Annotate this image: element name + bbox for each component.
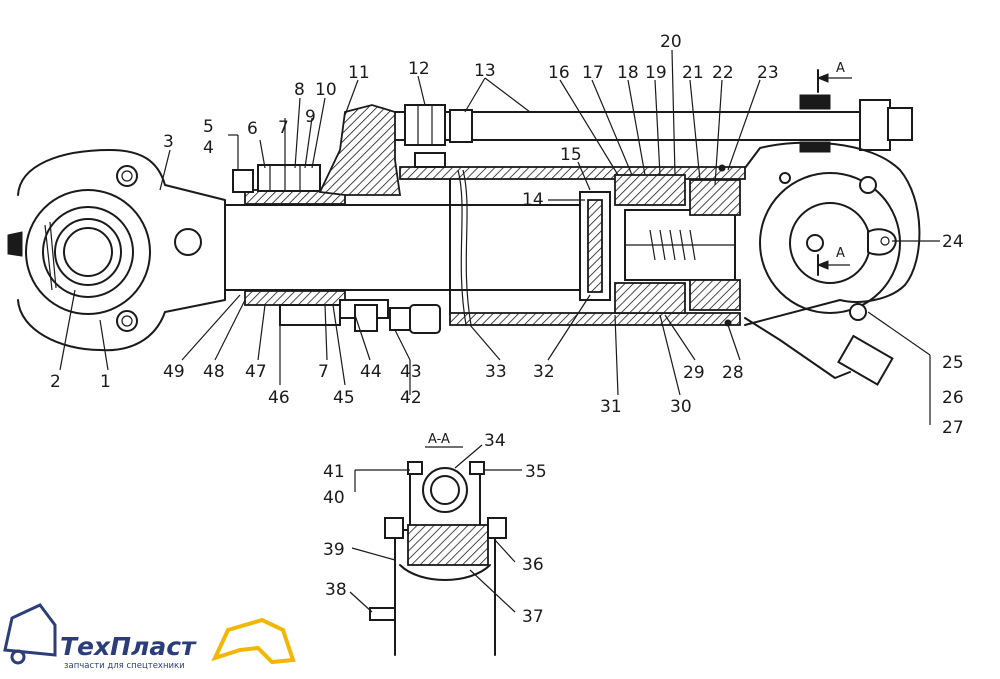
- leader-lines: [59, 49, 940, 613]
- callout-47: 47: [245, 362, 267, 382]
- callout-18: 18: [617, 63, 639, 83]
- callout-16: 16: [548, 63, 570, 83]
- callout-7-bottom: 7: [318, 362, 329, 382]
- callout-7-top: 7: [278, 118, 289, 138]
- callout-23: 23: [757, 63, 779, 83]
- callout-12: 12: [408, 59, 430, 79]
- svg-text:A: A: [836, 61, 845, 76]
- callout-27: 27: [942, 418, 964, 438]
- callout-35: 35: [525, 462, 547, 482]
- callout-25: 25: [942, 353, 964, 373]
- callout-41: 41: [323, 462, 345, 482]
- callout-19: 19: [645, 63, 667, 83]
- callout-42: 42: [400, 388, 422, 408]
- callout-10: 10: [315, 80, 337, 100]
- callout-8: 8: [294, 80, 305, 100]
- callout-30: 30: [670, 397, 692, 417]
- callout-38: 38: [325, 580, 347, 600]
- callout-20: 20: [660, 32, 682, 52]
- callout-21: 21: [682, 63, 704, 83]
- callout-9: 9: [305, 107, 316, 127]
- callout-3: 3: [163, 132, 174, 152]
- bucket-icon: [211, 617, 296, 665]
- brand-logo: ТехПласт запчасти для спецтехники: [3, 603, 296, 671]
- callout-14: 14: [522, 190, 544, 210]
- callout-32: 32: [533, 362, 555, 382]
- callout-6: 6: [247, 119, 258, 139]
- callout-48: 48: [203, 362, 225, 382]
- callout-28: 28: [722, 363, 744, 383]
- callout-5: 5: [203, 117, 214, 137]
- callout-11: 11: [348, 63, 370, 83]
- svg-text:ТехПласт: ТехПласт: [60, 632, 197, 661]
- base-eye: [744, 141, 921, 386]
- callout-2: 2: [50, 372, 61, 392]
- callout-34: 34: [484, 431, 506, 451]
- piston-assembly: [579, 164, 741, 327]
- callout-37: 37: [522, 607, 544, 627]
- callout-46: 46: [268, 388, 290, 408]
- section-marker-mid: A: [816, 246, 850, 276]
- callout-22: 22: [712, 63, 734, 83]
- callout-4: 4: [203, 138, 214, 158]
- excavator-outline-icon: [3, 603, 57, 657]
- callout-39: 39: [323, 540, 345, 560]
- callout-49: 49: [163, 362, 185, 382]
- callout-29: 29: [683, 363, 705, 383]
- callout-1: 1: [100, 372, 111, 392]
- callout-24: 24: [942, 232, 964, 252]
- section-marker-top: A: [816, 61, 852, 93]
- piston-rod: [224, 204, 586, 291]
- svg-text:A: A: [836, 246, 845, 261]
- callout-26: 26: [942, 388, 964, 408]
- callout-17: 17: [582, 63, 604, 83]
- rod-eye: [7, 149, 226, 352]
- gland-assembly: [232, 104, 441, 334]
- callout-labels: 1 2 3 5 4 6 7 8 9 10 11 12 13 14 15 16 1…: [50, 32, 964, 627]
- section-view-a-a: A-A: [369, 432, 507, 656]
- callout-13: 13: [474, 61, 496, 81]
- callout-40: 40: [323, 488, 345, 508]
- svg-text:A-A: A-A: [428, 432, 450, 447]
- callout-33: 33: [485, 362, 507, 382]
- callout-15: 15: [560, 145, 582, 165]
- callout-45: 45: [333, 388, 355, 408]
- callout-36: 36: [522, 555, 544, 575]
- callout-44: 44: [360, 362, 382, 382]
- callout-31: 31: [600, 397, 622, 417]
- external-pipe: [394, 94, 913, 153]
- callout-43: 43: [400, 362, 422, 382]
- svg-text:запчасти для спецтехники: запчасти для спецтехники: [64, 661, 185, 671]
